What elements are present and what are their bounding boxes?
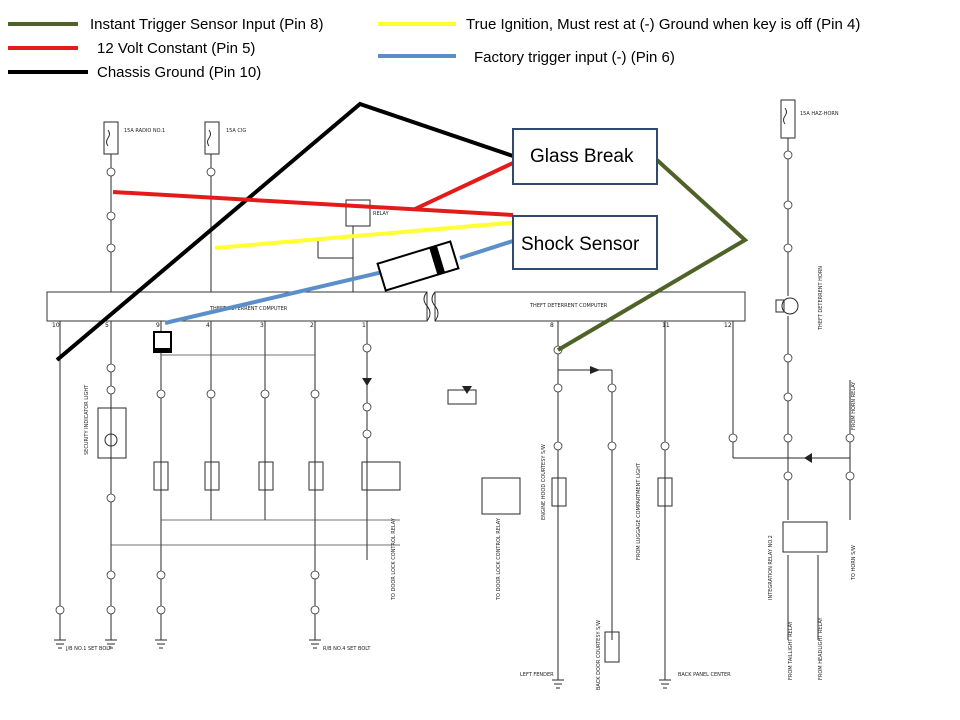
svg-text:11: 11 [662, 322, 670, 329]
wire-12v-constant-a [112, 190, 514, 217]
shock-sensor-callout: Shock Sensor [512, 215, 658, 270]
luggage-light-label: FROM LUGGAGE COMPARTMENT LIGHT [636, 462, 642, 560]
headlight-label: FROM HEADLIGHT RELAY [818, 617, 824, 680]
legend: Instant Trigger Sensor Input (Pin 8) 12 … [8, 16, 860, 81]
svg-text:10: 10 [52, 322, 60, 329]
overlay-wires [55, 101, 749, 362]
svg-text:5: 5 [105, 322, 109, 329]
svg-text:9: 9 [156, 322, 160, 329]
glass-break-callout: Glass Break [512, 128, 658, 185]
ground-label-jb1: J/B NO.1 SET BOLT [65, 646, 112, 652]
security-light-label: SECURITY INDICATOR LIGHT [84, 384, 90, 455]
svg-text:4: 4 [206, 322, 210, 329]
svg-text:3: 3 [260, 322, 264, 329]
horn-label: THEFT DETERRENT HORN [818, 266, 824, 331]
svg-text:2: 2 [310, 322, 314, 329]
computer-label-right: THEFT DETERRENT COMPUTER [529, 303, 608, 309]
horn-relay-label: FROM HORN RELAY [851, 381, 857, 430]
ground-label-left-fender: LEFT FENDER [520, 672, 554, 678]
taillight-label: FROM TAILLIGHT RELAY [788, 620, 794, 680]
shock-sensor-label: Shock Sensor [521, 234, 640, 255]
wire-instant-trigger [556, 158, 749, 352]
trigger-module-icon [153, 331, 172, 353]
fuse-label-haz-horn: 15A HAZ-HORN [800, 111, 839, 117]
shock-sensor-device [376, 240, 460, 292]
legend-label-factory-trigger: Factory trigger input (-) (Pin 6) [474, 49, 675, 66]
svg-text:12: 12 [724, 322, 732, 329]
wire-factory-trigger-a [164, 270, 384, 325]
legend-label-chassis-ground: Chassis Ground (Pin 10) [97, 64, 261, 81]
wire-true-ignition [214, 220, 521, 250]
fuse-label-radio: 15A RADIO NO.1 [124, 128, 165, 134]
hood-switch-label: ENGINE HOOD COURTESY S/W [541, 444, 547, 520]
wire-factory-trigger-b [459, 239, 514, 260]
legend-label-instant-trigger: Instant Trigger Sensor Input (Pin 8) [90, 16, 323, 33]
schematic: THEFT DETERRENT COMPUTER THEFT DETERRENT… [46, 99, 857, 690]
svg-text:1: 1 [362, 322, 366, 329]
ground-label-rb4: R/B NO.4 SET BOLT [323, 646, 371, 652]
door-lock-relay-label-2: TO DOOR LOCK CONTROL RELAY [496, 517, 502, 601]
door-lock-relay-label-1: TO DOOR LOCK CONTROL RELAY [391, 517, 397, 601]
legend-label-12v-constant: 12 Volt Constant (Pin 5) [97, 40, 255, 57]
legend-label-true-ignition: True Ignition, Must rest at (-) Ground w… [466, 16, 860, 33]
back-door-switch-label: BACK DOOR COURTESY S/W [596, 620, 602, 690]
relay-label: RELAY [373, 211, 390, 217]
glass-break-box [512, 128, 658, 185]
ground-label-back-panel: BACK PANEL CENTER [678, 672, 731, 678]
computer-label-left: THEFT DETERRENT COMPUTER [209, 306, 288, 312]
wire-12v-constant-b [414, 161, 514, 211]
wire-chassis-ground [55, 101, 514, 362]
horn-sw-label: TO HORN S/W [851, 545, 857, 581]
integration-relay-label: INTEGRATION RELAY NO.2 [768, 535, 774, 600]
shock-sensor-box [512, 215, 658, 270]
fuse-label-cig: 15A CIG [226, 128, 246, 134]
svg-text:8: 8 [550, 322, 554, 329]
glass-break-label: Glass Break [530, 146, 634, 167]
